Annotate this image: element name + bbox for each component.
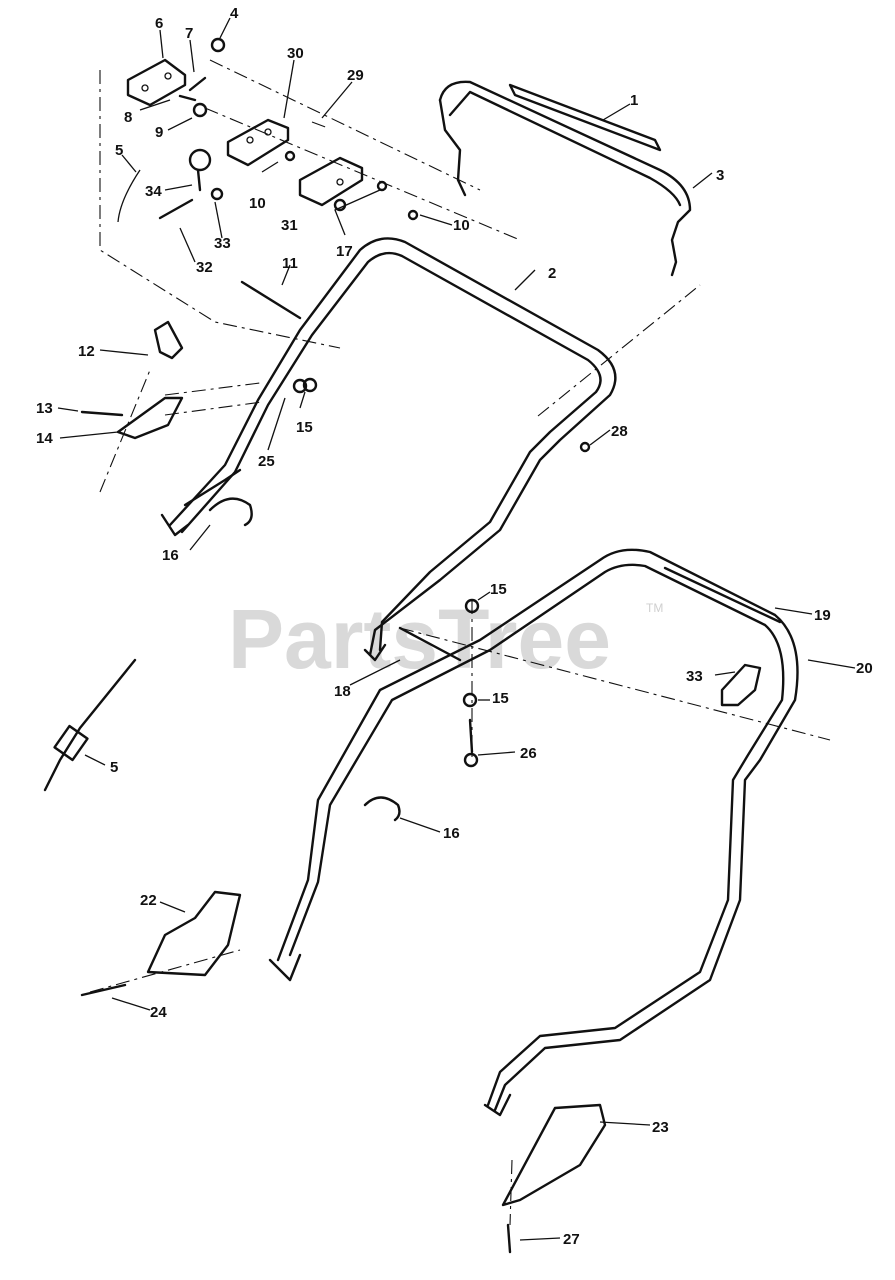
grip-33 [720,663,762,707]
decal-part-1 [508,83,662,152]
callout-20: 20 [856,660,873,677]
callout-labels: 1 2 3 4 5 5 6 7 8 9 10 10 11 12 13 14 15… [36,5,873,1248]
bolts [80,198,512,1254]
callout-16-lower: 16 [443,825,460,842]
callout-29: 29 [347,67,364,84]
callout-18: 18 [334,683,351,700]
callout-10-left: 10 [249,195,266,212]
bracket-14-lever-12 [99,320,184,493]
callout-5-lower: 5 [110,759,118,776]
callout-11: 11 [282,255,298,272]
callout-15-lower: 15 [492,690,509,707]
callout-13: 13 [36,400,53,417]
callout-3: 3 [716,167,724,184]
callout-30: 30 [287,45,304,62]
callout-17: 17 [336,243,353,260]
callout-4: 4 [230,5,239,22]
assembly-lines [89,59,831,1226]
callout-26: 26 [520,745,537,762]
callout-23: 23 [652,1119,669,1136]
clips-16 [208,497,401,822]
callout-27: 27 [563,1231,580,1248]
callout-6: 6 [155,15,163,32]
control-cable-5 [43,169,141,792]
hardware-small-parts [178,37,591,768]
callout-33-lower: 33 [686,668,703,685]
callout-32: 32 [196,259,213,276]
control-blocks [126,58,364,207]
callout-24: 24 [150,1004,167,1021]
callout-15-mid: 15 [490,581,507,598]
callout-25: 25 [258,453,275,470]
callout-5-upper: 5 [115,142,123,159]
callout-22: 22 [140,892,157,909]
callout-31: 31 [281,217,298,234]
brackets-22-23 [146,890,607,1207]
lower-handle-part-20 [268,548,799,1117]
upper-handle-part-2 [160,237,617,662]
callout-14: 14 [36,430,53,447]
watermark-tm: TM [646,601,663,615]
callout-12: 12 [78,343,95,360]
callout-15-upper: 15 [296,419,313,436]
top-bail-part-3 [438,80,692,277]
callout-34: 34 [145,183,162,200]
callout-10-right: 10 [453,217,470,234]
callout-28: 28 [611,423,628,440]
callout-33-upper: 33 [214,235,231,252]
callout-1: 1 [630,92,638,109]
callout-19: 19 [814,607,831,624]
callout-2: 2 [548,265,556,282]
callout-16-upper: 16 [162,547,179,564]
callout-8: 8 [124,109,132,126]
callout-7: 7 [185,25,193,42]
leader-lines [57,17,856,1241]
callout-9: 9 [155,124,163,141]
